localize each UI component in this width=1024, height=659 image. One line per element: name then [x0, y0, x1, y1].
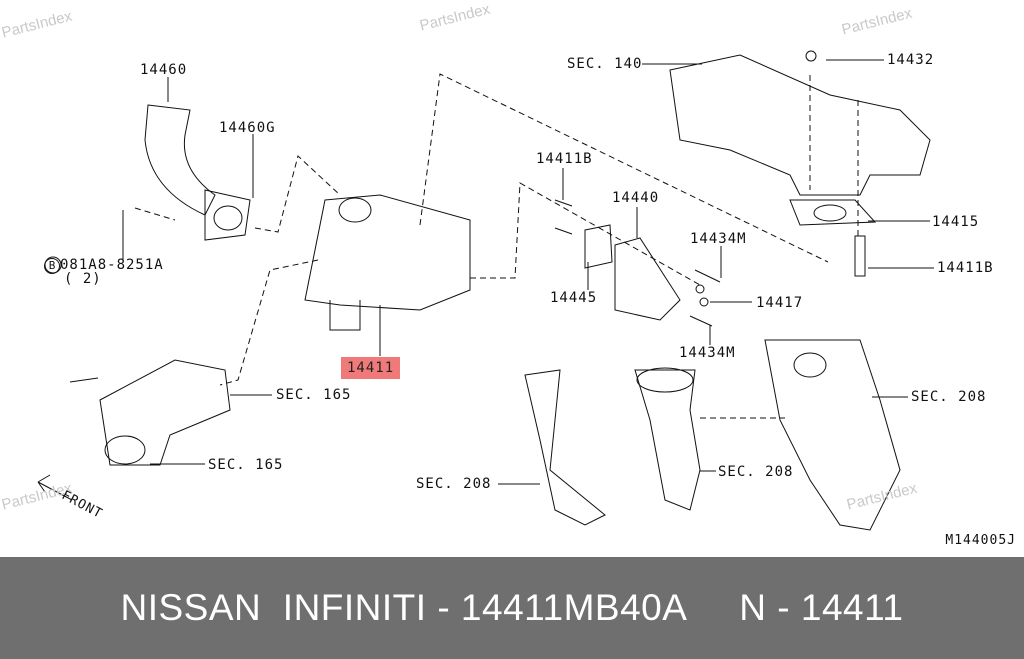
section-label-165[interactable]: SEC. 165 — [208, 457, 284, 473]
gasket-14415 — [789, 199, 877, 226]
leader-lines — [122, 59, 934, 485]
footer-bar: NISSAN INFINITI - 14411MB40A N - 14411 — [0, 557, 1024, 659]
section-label-208[interactable]: SEC. 208 — [911, 389, 987, 405]
part-label-14411b[interactable]: 14411B — [536, 151, 593, 167]
bolt-prefix-icon: B — [44, 258, 60, 274]
turbo-14411 — [304, 194, 471, 311]
section-label-208[interactable]: SEC. 208 — [718, 464, 794, 480]
part-outlines — [37, 50, 931, 531]
part-label-14460[interactable]: 14460 — [140, 62, 188, 78]
manifold-sec140 — [669, 54, 931, 196]
part-label-14417[interactable]: 14417 — [756, 295, 804, 311]
bracket-14440 — [614, 237, 681, 321]
bolt-quantity: ( 2) — [64, 271, 102, 287]
heat-shield-sec208 — [524, 369, 606, 526]
section-label-208[interactable]: SEC. 208 — [416, 476, 492, 492]
part-label-14415[interactable]: 14415 — [932, 214, 980, 230]
part-label-14440[interactable]: 14440 — [612, 190, 660, 206]
diagram-code: M144005J — [945, 533, 1016, 548]
diagram-lines — [37, 50, 934, 531]
footer-title: NISSAN INFINITI - 14411MB40A N - 14411 — [120, 587, 904, 628]
part-label-14434m[interactable]: 14434M — [690, 231, 747, 247]
bracket-14445 — [584, 224, 613, 269]
part-label-14432[interactable]: 14432 — [887, 52, 935, 68]
front-arrow — [37, 474, 73, 501]
parts-diagram: PartsIndex PartsIndex PartsIndex PartsIn… — [0, 1, 1016, 548]
heat-shield-sec208-b — [764, 339, 901, 531]
catalyst-sec208 — [634, 369, 701, 511]
section-label-140[interactable]: SEC. 140 — [567, 56, 643, 72]
dashed-guides — [134, 73, 859, 419]
stud-14411B — [854, 235, 866, 277]
part-label-14434m[interactable]: 14434M — [679, 345, 736, 361]
elbow-sec165 — [99, 359, 231, 466]
gasket-14460G — [204, 189, 251, 241]
part-label-14460g[interactable]: 14460G — [219, 120, 276, 136]
part-label-14411b[interactable]: 14411B — [937, 260, 994, 276]
nut-14432 — [805, 50, 817, 62]
section-label-165[interactable]: SEC. 165 — [276, 387, 352, 403]
part-label-14411-highlighted[interactable]: 14411 — [341, 357, 401, 379]
part-label-14445[interactable]: 14445 — [550, 290, 598, 306]
